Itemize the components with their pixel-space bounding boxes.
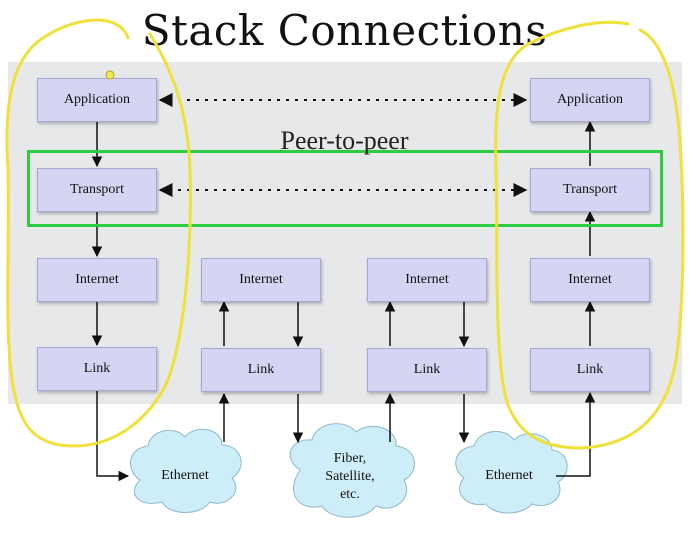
network-middle-line-2: Satellite,: [325, 469, 375, 484]
left-link-layer: Link: [37, 347, 157, 391]
ethernet-left-label: Ethernet: [161, 468, 209, 483]
left-transport-layer: Transport: [37, 168, 157, 212]
peer-to-peer-label: Peer-to-peer: [280, 126, 409, 155]
router1-internet-layer: Internet: [201, 258, 321, 302]
right-transport-layer: Transport: [530, 168, 650, 212]
network-middle-line-1: Fiber,: [333, 451, 367, 466]
network-middle-line-3: etc.: [340, 487, 360, 502]
right-application-layer: Application: [530, 78, 650, 122]
diagram-title: Stack Connections: [141, 6, 548, 55]
fiber-satellite-cloud: [289, 423, 415, 518]
left-application-layer: Application: [37, 78, 157, 122]
router2-link-layer: Link: [367, 348, 487, 392]
left-internet-layer: Internet: [37, 258, 157, 302]
right-link-layer: Link: [530, 348, 650, 392]
router1-link-layer: Link: [201, 348, 321, 392]
fiber-satellite-label: Fiber, Satellite, etc.: [302, 450, 398, 504]
right-internet-layer: Internet: [530, 258, 650, 302]
ethernet-right-label: Ethernet: [485, 468, 533, 483]
router2-internet-layer: Internet: [367, 258, 487, 302]
arrow-left-link-ethernet: [96, 391, 130, 482]
ethernet-cloud-right: [455, 431, 568, 514]
